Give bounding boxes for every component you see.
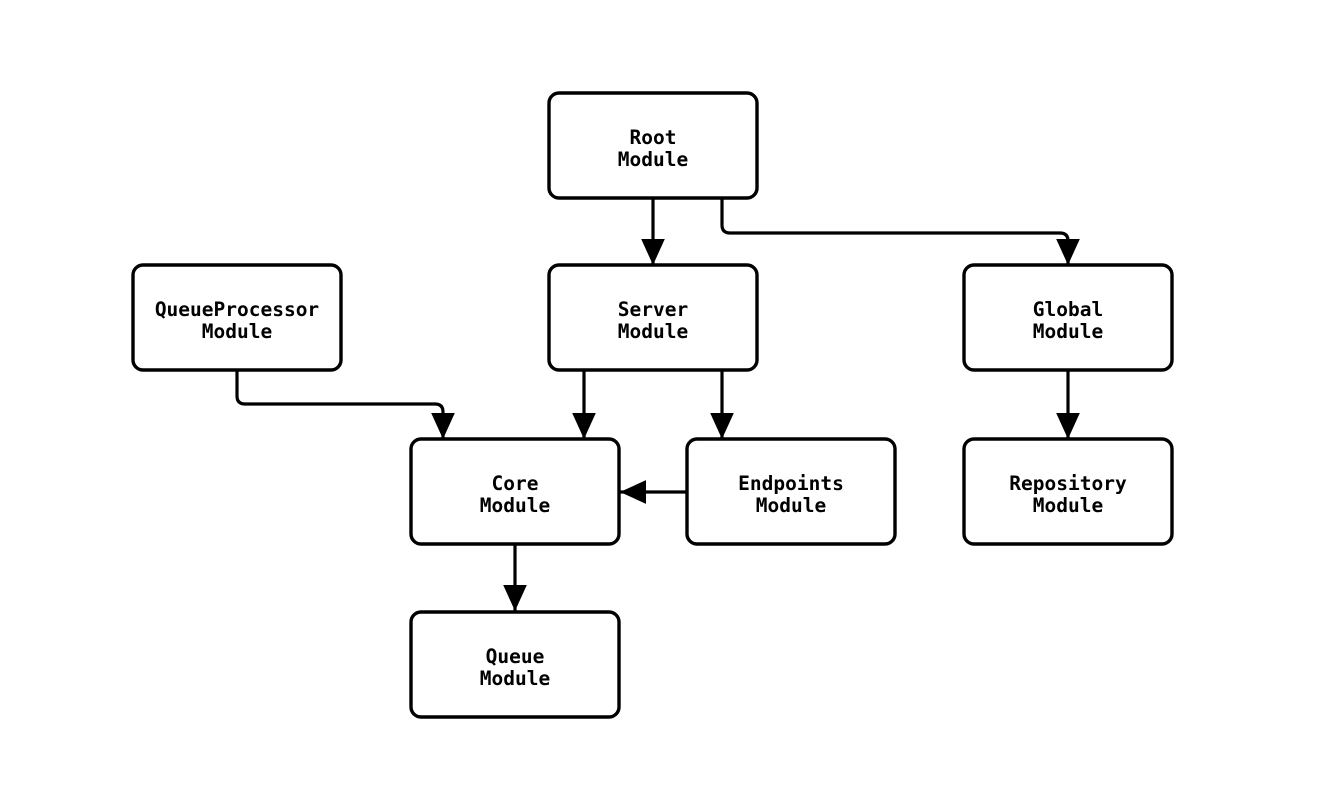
edge-queueprocessor-to-core bbox=[235, 370, 455, 439]
edge-root-to-global bbox=[720, 198, 1080, 265]
node-core-module-label-line2: Module bbox=[480, 494, 550, 517]
node-queue-module-box bbox=[409, 610, 621, 719]
node-queueprocessor-module: QueueProcessor Module bbox=[131, 263, 343, 372]
node-global-module-label-line1: Global bbox=[1033, 298, 1103, 321]
node-core-module: Core Module bbox=[409, 437, 621, 546]
node-endpoints-module-box bbox=[685, 437, 897, 546]
node-queue-module-label-line1: Queue bbox=[486, 645, 545, 668]
node-queueprocessor-module-label-line2: Module bbox=[202, 320, 272, 343]
node-root-module-label-line2: Module bbox=[618, 148, 688, 171]
node-core-module-label-line1: Core bbox=[492, 472, 539, 495]
node-queueprocessor-module-label-line1: QueueProcessor bbox=[155, 298, 319, 321]
node-global-module-label-line2: Module bbox=[1033, 320, 1103, 343]
node-core-module-box bbox=[409, 437, 621, 546]
node-root-module-box bbox=[547, 91, 759, 200]
node-server-module-label-line2: Module bbox=[618, 320, 688, 343]
node-repository-module: Repository Module bbox=[962, 437, 1174, 546]
node-endpoints-module-label-line1: Endpoints bbox=[738, 472, 844, 495]
node-repository-module-label-line1: Repository bbox=[1009, 472, 1127, 495]
node-server-module-label-line1: Server bbox=[618, 298, 688, 321]
node-root-module: Root Module bbox=[547, 91, 759, 200]
node-queueprocessor-module-box bbox=[131, 263, 343, 372]
node-repository-module-label-line2: Module bbox=[1033, 494, 1103, 517]
node-repository-module-box bbox=[962, 437, 1174, 546]
node-root-module-label-line1: Root bbox=[630, 126, 677, 149]
node-queue-module-label-line2: Module bbox=[480, 667, 550, 690]
node-server-module-box bbox=[547, 263, 759, 372]
node-endpoints-module: Endpoints Module bbox=[685, 437, 897, 546]
node-global-module: Global Module bbox=[962, 263, 1174, 372]
node-global-module-box bbox=[962, 263, 1174, 372]
node-queue-module: Queue Module bbox=[409, 610, 621, 719]
node-server-module: Server Module bbox=[547, 263, 759, 372]
node-endpoints-module-label-line2: Module bbox=[756, 494, 826, 517]
